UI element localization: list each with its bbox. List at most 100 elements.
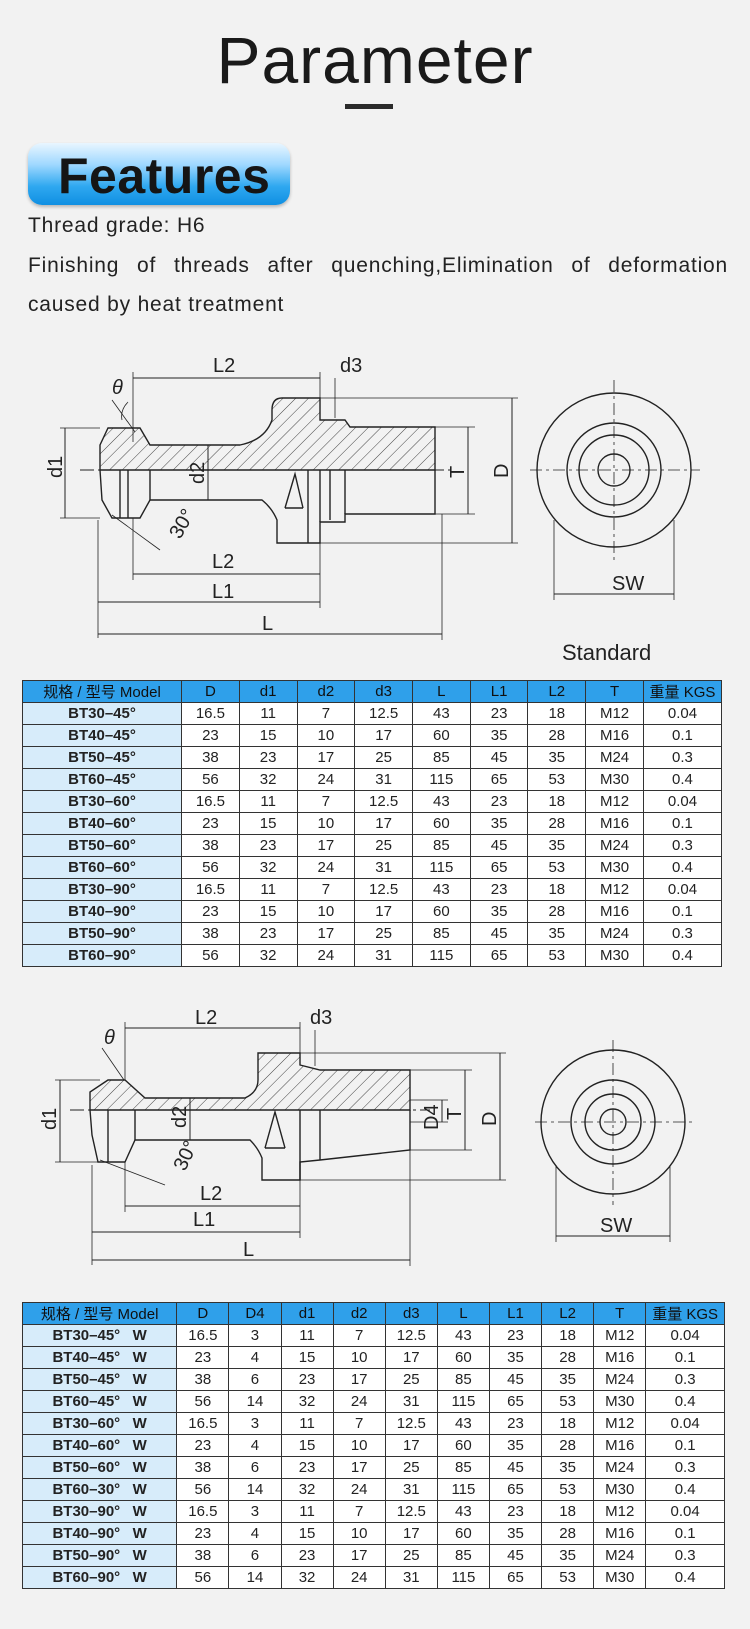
column-header: d3: [384, 1302, 438, 1325]
label-d1: d1: [39, 1108, 61, 1130]
value-cell: 14: [228, 1566, 282, 1589]
value-cell: 7: [332, 1412, 386, 1435]
value-cell: 7: [332, 1500, 386, 1523]
value-cell: 32: [280, 1390, 334, 1413]
value-cell: 25: [384, 1544, 438, 1567]
value-cell: 10: [296, 724, 356, 747]
value-cell: 35: [527, 922, 587, 945]
model-cell: BT60–90°: [21, 944, 183, 967]
value-cell: 18: [541, 1500, 595, 1523]
value-cell: 43: [436, 1500, 490, 1523]
model-cell: BT30–60° W: [21, 1412, 178, 1435]
value-cell: 15: [238, 724, 298, 747]
value-cell: 14: [228, 1478, 282, 1501]
value-cell: 0.04: [642, 878, 723, 901]
value-cell: 23: [176, 1346, 230, 1369]
value-cell: 45: [488, 1544, 543, 1567]
value-cell: 23: [238, 834, 298, 857]
value-cell: 32: [238, 768, 298, 791]
model-cell: BT40–90° W: [21, 1522, 178, 1545]
model-cell: BT30–90°: [21, 878, 183, 901]
column-header: d1: [280, 1302, 334, 1325]
value-cell: 17: [332, 1456, 386, 1479]
features-badge: Features: [28, 143, 290, 205]
value-cell: 85: [411, 834, 471, 857]
value-cell: 38: [176, 1456, 230, 1479]
value-cell: M30: [593, 1390, 647, 1413]
value-cell: 17: [354, 724, 413, 747]
value-cell: M12: [593, 1412, 647, 1435]
label-angle: 30°: [165, 505, 199, 542]
feature-line-3: caused by heat treatment: [28, 293, 285, 316]
value-cell: 10: [332, 1346, 386, 1369]
value-cell: 11: [238, 702, 298, 725]
value-cell: 25: [384, 1456, 438, 1479]
value-cell: 23: [280, 1456, 334, 1479]
value-cell: 0.4: [645, 1390, 725, 1413]
value-cell: 15: [280, 1346, 334, 1369]
pull-stud-drawing-w: L2 d3 θ d1 d2 D4 T D 30° L2 L1 L SW: [39, 1007, 695, 1266]
value-cell: 14: [228, 1390, 282, 1413]
value-cell: 10: [332, 1522, 386, 1545]
value-cell: 16.5: [181, 878, 240, 901]
value-cell: 85: [436, 1544, 490, 1567]
value-cell: 60: [436, 1434, 490, 1457]
model-cell: BT50–90°: [21, 922, 183, 945]
value-cell: 24: [296, 768, 356, 791]
value-cell: 31: [354, 856, 413, 879]
value-cell: 4: [228, 1346, 282, 1369]
value-cell: 0.04: [642, 702, 723, 725]
value-cell: 31: [354, 944, 413, 967]
value-cell: 60: [411, 812, 471, 835]
value-cell: M30: [585, 768, 644, 791]
value-cell: 45: [488, 1368, 543, 1391]
value-cell: 11: [280, 1412, 334, 1435]
label-L1: L1: [212, 581, 234, 603]
value-cell: 115: [436, 1566, 490, 1589]
value-cell: M12: [585, 790, 644, 813]
value-cell: 85: [436, 1456, 490, 1479]
column-header: 规格 / 型号 Model: [21, 1302, 178, 1325]
value-cell: 65: [469, 944, 529, 967]
value-cell: 18: [527, 702, 587, 725]
label-L2-top: L2: [195, 1007, 217, 1029]
value-cell: 12.5: [384, 1500, 438, 1523]
value-cell: 53: [527, 944, 587, 967]
value-cell: 0.4: [645, 1478, 725, 1501]
value-cell: 4: [228, 1522, 282, 1545]
label-T: T: [447, 466, 469, 478]
value-cell: 16.5: [176, 1412, 230, 1435]
value-cell: 17: [384, 1346, 438, 1369]
model-cell: BT60–90° W: [21, 1566, 178, 1589]
value-cell: 17: [354, 812, 413, 835]
value-cell: 53: [541, 1566, 595, 1589]
drawing-caption: Standard: [562, 640, 652, 665]
column-header: 规格 / 型号 Model: [21, 680, 183, 703]
label-d2: d2: [187, 462, 209, 484]
value-cell: 53: [527, 768, 587, 791]
value-cell: 35: [488, 1434, 543, 1457]
value-cell: 23: [181, 812, 240, 835]
label-d1: d1: [45, 456, 67, 478]
value-cell: 0.1: [645, 1522, 725, 1545]
value-cell: 32: [280, 1566, 334, 1589]
column-header: L1: [488, 1302, 543, 1325]
value-cell: 18: [527, 790, 587, 813]
value-cell: 10: [296, 900, 356, 923]
value-cell: M12: [585, 878, 644, 901]
model-cell: BT50–45°: [21, 746, 183, 769]
value-cell: 32: [280, 1478, 334, 1501]
value-cell: 28: [541, 1434, 595, 1457]
title-underline: [345, 104, 393, 109]
value-cell: 23: [469, 790, 529, 813]
value-cell: 35: [488, 1522, 543, 1545]
value-cell: 15: [238, 812, 298, 835]
label-d3: d3: [340, 355, 362, 377]
value-cell: 17: [332, 1368, 386, 1391]
